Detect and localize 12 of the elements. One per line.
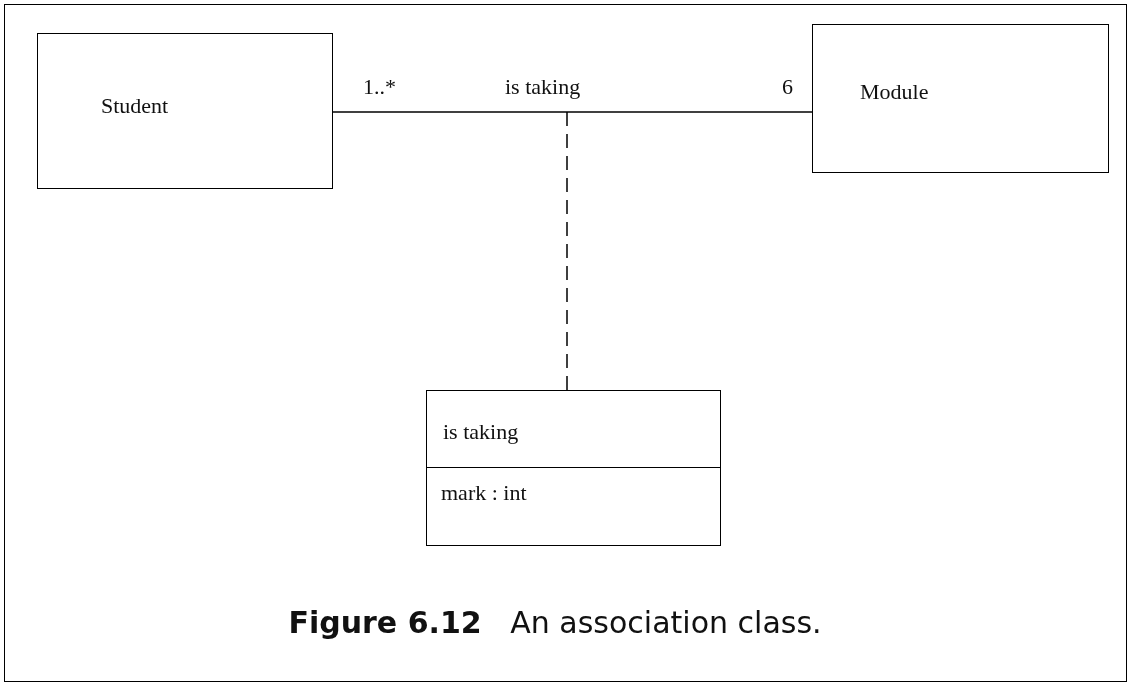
multiplicity-label: 6 xyxy=(782,74,793,100)
multiplicity-label: 1..* xyxy=(363,74,396,100)
dashed-connector xyxy=(566,111,568,391)
class-name: is taking xyxy=(443,419,519,445)
association-line xyxy=(332,111,813,113)
figure-caption: Figure 6.12 An association class. xyxy=(288,605,822,640)
attribute-text: mark : int xyxy=(441,480,527,506)
class-name: Student xyxy=(101,93,169,119)
class-box xyxy=(812,24,1109,173)
class-name: Module xyxy=(860,79,929,105)
class-box xyxy=(426,390,721,546)
class-box xyxy=(37,33,333,189)
